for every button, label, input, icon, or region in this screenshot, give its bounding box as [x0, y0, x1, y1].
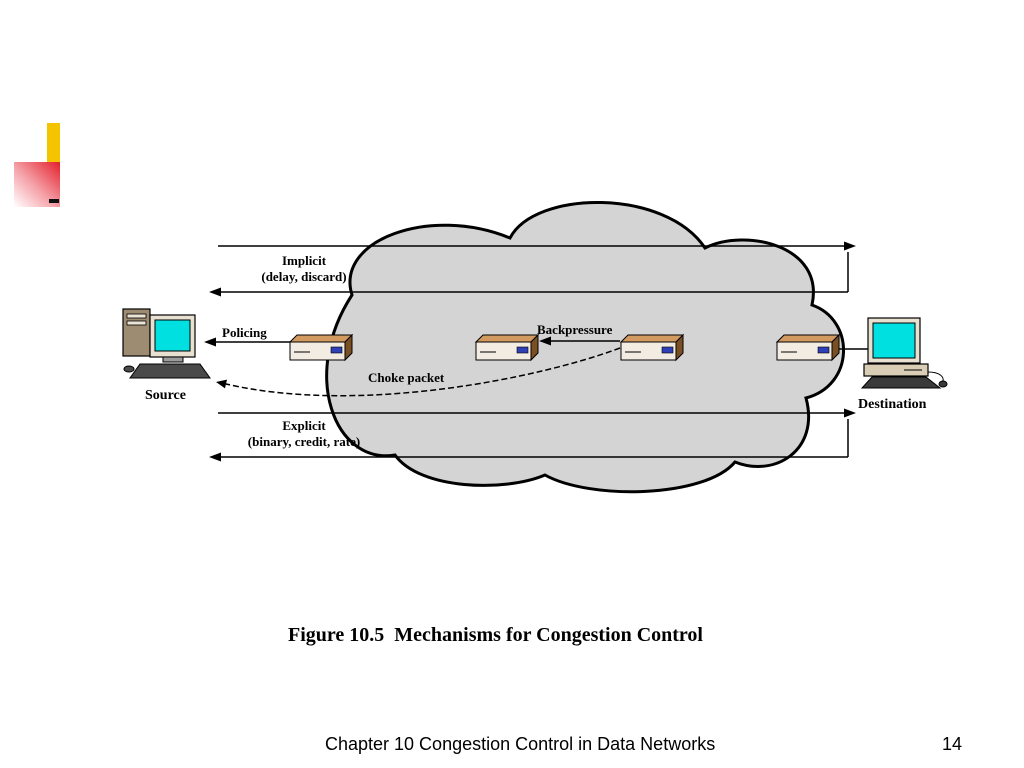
- mouse: [938, 380, 948, 388]
- monitor-screen: [872, 322, 916, 359]
- explicit-label: Explicit: [282, 418, 326, 433]
- source-label: Source: [145, 388, 186, 403]
- tower-drive-bay: [126, 320, 147, 326]
- implicit-return-arrowhead: [209, 287, 221, 297]
- backpressure-label: Backpressure: [537, 322, 613, 337]
- router-icon: [288, 333, 354, 362]
- router-top-face: [474, 334, 540, 343]
- monitor-screen: [154, 319, 191, 352]
- router-status-light: [661, 346, 674, 354]
- keyboard: [860, 376, 942, 389]
- implicit-feedback-path: [209, 241, 856, 297]
- router-front-face: [620, 341, 677, 361]
- monitor-stand: [162, 356, 184, 363]
- policing-label: Policing: [222, 325, 267, 340]
- implicit-label: Implicit: [282, 253, 327, 268]
- accent-bar-dark: [49, 199, 59, 203]
- policing-arrow: [204, 337, 290, 347]
- router-icon: [619, 333, 685, 362]
- router-front-face: [289, 341, 346, 361]
- backpressure-arrowhead: [539, 336, 551, 346]
- router-status-light: [817, 346, 830, 354]
- router-status-light: [516, 346, 529, 354]
- choke-packet-label: Choke packet: [368, 370, 445, 385]
- mouse: [123, 365, 135, 373]
- slide-footer: Chapter 10 Congestion Control in Data Ne…: [325, 734, 716, 754]
- network-cloud: [325, 200, 845, 494]
- choke-packet-dashed-curve: [225, 347, 621, 397]
- explicit-forward-arrowhead: [844, 408, 856, 418]
- choke-packet-arrow: [216, 347, 621, 397]
- mouse-cable: [927, 371, 944, 382]
- router-top-face: [288, 334, 354, 343]
- router-top-face: [619, 334, 685, 343]
- slide-accent-decoration: [14, 123, 60, 207]
- page-number: 14: [942, 734, 963, 754]
- router-front-face: [475, 341, 532, 361]
- router-icon: [775, 333, 841, 362]
- router-status-light: [330, 346, 343, 354]
- figure-caption: Figure 10.5 Mechanisms for Congestion Co…: [288, 624, 703, 646]
- backpressure-arrow: [539, 336, 620, 346]
- implicit-detail-label: (delay, discard): [261, 269, 346, 284]
- explicit-feedback-path: [209, 408, 856, 462]
- explicit-return-arrowhead: [209, 452, 221, 462]
- destination-label: Destination: [858, 397, 927, 412]
- system-unit: [863, 363, 929, 377]
- router-icon: [474, 333, 540, 362]
- tower-drive-bay: [126, 313, 147, 319]
- accent-bar-yellow: [47, 123, 60, 163]
- source-computer-icon: [122, 308, 211, 379]
- router-front-face: [776, 341, 833, 361]
- choke-packet-arrowhead: [216, 379, 227, 389]
- router-top-face: [775, 334, 841, 343]
- implicit-forward-arrowhead: [844, 241, 856, 251]
- policing-arrowhead: [204, 337, 216, 347]
- destination-computer-icon: [860, 317, 948, 389]
- explicit-detail-label: (binary, credit, rate): [248, 434, 360, 449]
- keyboard: [129, 363, 211, 379]
